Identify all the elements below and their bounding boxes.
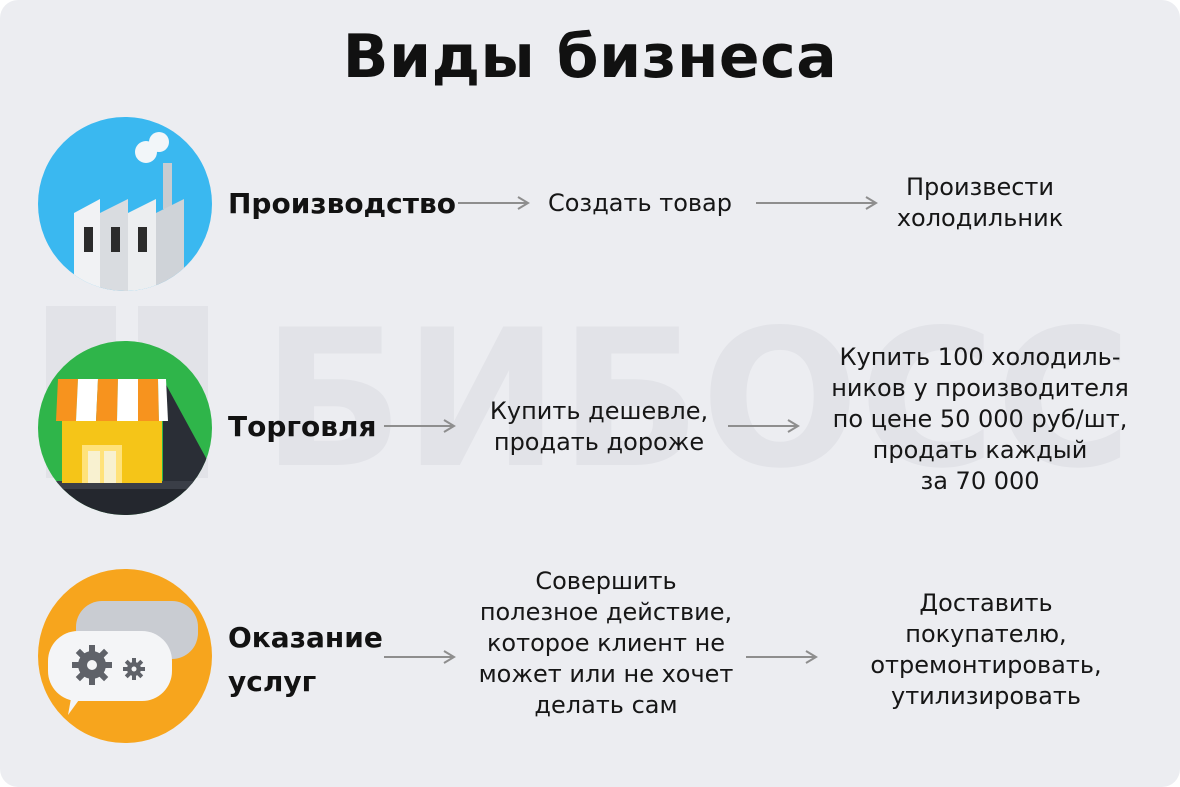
- type-label-trade: Торговля: [228, 410, 377, 443]
- arrow-right-icon: [384, 650, 456, 664]
- action-text-services: Совершить полезное действие, которое кли…: [478, 567, 734, 719]
- arrow-right-icon: [458, 196, 530, 210]
- watermark-text: БИБОСС: [262, 300, 1132, 490]
- service-chat-gears-icon: [38, 569, 212, 743]
- arrow-right-icon: [746, 650, 818, 664]
- shop-icon: [38, 341, 212, 515]
- page-title: Виды бизнеса: [342, 22, 838, 92]
- example-text-production: Произвести холодильник: [896, 173, 1064, 232]
- type-label-production: Производство: [228, 187, 456, 220]
- factory-icon: [38, 117, 212, 291]
- arrow-right-icon: [384, 419, 456, 433]
- arrow-right-icon: [756, 196, 878, 210]
- action-text-production: Создать товар: [547, 189, 732, 217]
- example-text-trade: Купить 100 холодиль- ников у производите…: [831, 343, 1129, 495]
- example-text-services: Доставить покупателю, отремонтировать, у…: [870, 589, 1102, 710]
- type-label-services: Оказание услуг: [228, 621, 383, 698]
- action-text-trade: Купить дешевле, продать дороже: [489, 397, 709, 456]
- arrow-right-icon: [728, 419, 800, 433]
